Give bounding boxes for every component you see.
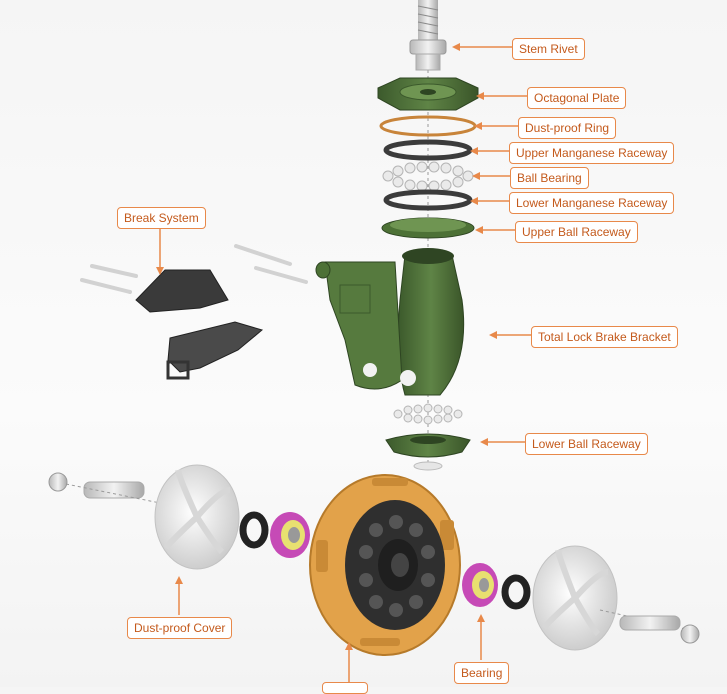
left-bearing-part <box>270 512 310 558</box>
label-octagonal-plate: Octagonal Plate <box>527 87 627 109</box>
label-lower-ball-raceway: Lower Ball Raceway <box>525 433 648 455</box>
right-bearing-part <box>462 563 498 607</box>
label-total-lock-brake-bracket: Total Lock Brake Bracket <box>531 326 678 348</box>
label-upper-manganese-raceway: Upper Manganese Raceway <box>509 142 675 164</box>
stem-rivet-part <box>409 0 447 71</box>
right-dust-proof-cover-part <box>532 545 618 651</box>
label-stem-rivet: Stem Rivet <box>512 38 585 60</box>
leader-lines <box>156 43 531 682</box>
label-ball-bearing: Ball Bearing <box>510 167 589 189</box>
right-axle-nut-part <box>599 609 700 644</box>
label-dust-proof-ring: Dust-proof Ring <box>518 117 617 139</box>
ball-bearing-part <box>382 161 474 192</box>
wheel-part <box>309 474 461 656</box>
label-dust-proof-cover: Dust-proof Cover <box>127 617 233 639</box>
lower-ball-raceway-part <box>385 433 471 471</box>
label-bearing: Bearing <box>454 662 510 684</box>
label-upper-ball-raceway: Upper Ball Raceway <box>515 221 638 243</box>
upper-ball-raceway-part <box>381 217 475 239</box>
label-wheel-partial <box>322 682 368 694</box>
octagonal-plate-part <box>377 77 479 111</box>
right-seal-part <box>501 574 531 610</box>
left-axle-bolt-part <box>48 472 171 506</box>
lower-ball-raceway-balls <box>393 403 463 425</box>
lower-manganese-raceway-part <box>383 189 473 211</box>
break-system-part <box>80 244 308 380</box>
upper-manganese-raceway-part <box>383 139 473 161</box>
left-dust-proof-cover-part <box>154 464 240 570</box>
label-break-system: Break System <box>117 207 206 229</box>
brake-bracket-part <box>315 248 465 396</box>
label-lower-manganese-raceway: Lower Manganese Raceway <box>509 192 675 214</box>
left-seal-part <box>239 511 269 549</box>
